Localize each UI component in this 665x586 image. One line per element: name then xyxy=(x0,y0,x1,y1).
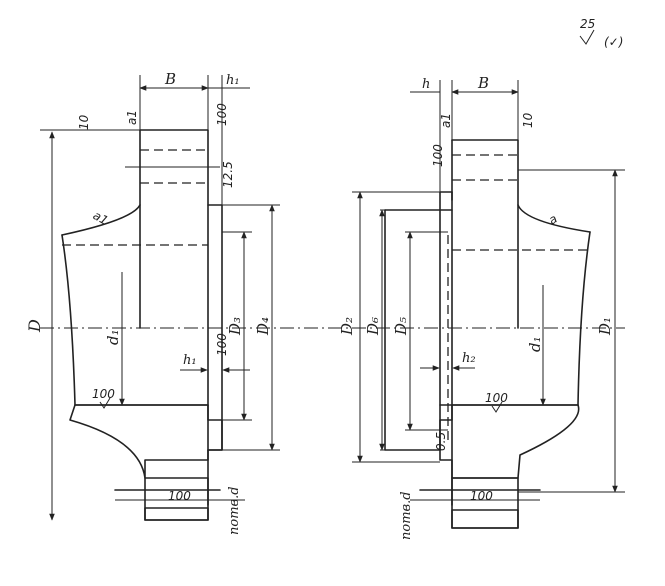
right-label-D2: D₂ xyxy=(338,317,356,336)
svg-text:100: 100 xyxy=(470,489,493,503)
right-label-d1: d₁ xyxy=(526,336,544,352)
left-label-D4: D₄ xyxy=(254,317,272,336)
svg-text:100: 100 xyxy=(92,387,115,401)
right-label-D1: D₁ xyxy=(596,317,614,336)
roughness-mark: (✓) xyxy=(604,35,623,49)
right-label-D5: D₅ xyxy=(392,317,410,336)
svg-text:100: 100 xyxy=(431,144,445,167)
left-label-thread: потв.d xyxy=(227,486,242,535)
right-section-hatch xyxy=(439,404,580,479)
left-label-D: D xyxy=(25,319,44,333)
left-finish-marks: 10 a1 100 12.5 a1 100 100 100 xyxy=(77,103,235,503)
left-section-hatch xyxy=(69,404,223,479)
roughness-value: 25 xyxy=(580,17,595,31)
left-label-h1-top: h₁ xyxy=(226,73,240,88)
roughness-symbol: 25 (✓) xyxy=(579,17,623,49)
svg-text:100: 100 xyxy=(485,391,508,405)
left-label-B: B xyxy=(164,70,176,88)
svg-text:12.5: 12.5 xyxy=(221,161,235,188)
left-flange: D B h₁ d₁ D₃ D₄ h₁ потв.d 10 a1 xyxy=(25,70,280,535)
svg-text:a1: a1 xyxy=(125,110,139,125)
svg-text:100: 100 xyxy=(215,103,229,126)
right-label-B: B xyxy=(477,74,489,92)
svg-text:10: 10 xyxy=(77,114,91,130)
svg-text:a1: a1 xyxy=(439,113,453,128)
svg-text:100: 100 xyxy=(168,489,191,503)
right-label-h2: h₂ xyxy=(462,351,476,366)
svg-text:a1: a1 xyxy=(91,208,111,228)
left-label-D3: D₃ xyxy=(226,317,244,336)
svg-text:100: 100 xyxy=(215,333,229,356)
left-label-d1: d₁ xyxy=(104,329,122,345)
left-label-h1-mid: h₁ xyxy=(183,353,197,368)
right-finish-marks: a1 10 100 a 100 0.5 100 xyxy=(431,112,560,503)
right-flange: h B D₁ d₁ D₂ D₆ D₅ h₂ потв.d xyxy=(338,74,625,540)
right-label-D6: D₆ xyxy=(364,317,382,336)
right-label-h: h xyxy=(422,77,430,92)
right-label-thread: потв.d xyxy=(399,491,414,540)
svg-text:0.5: 0.5 xyxy=(434,432,448,451)
svg-text:10: 10 xyxy=(521,112,535,128)
